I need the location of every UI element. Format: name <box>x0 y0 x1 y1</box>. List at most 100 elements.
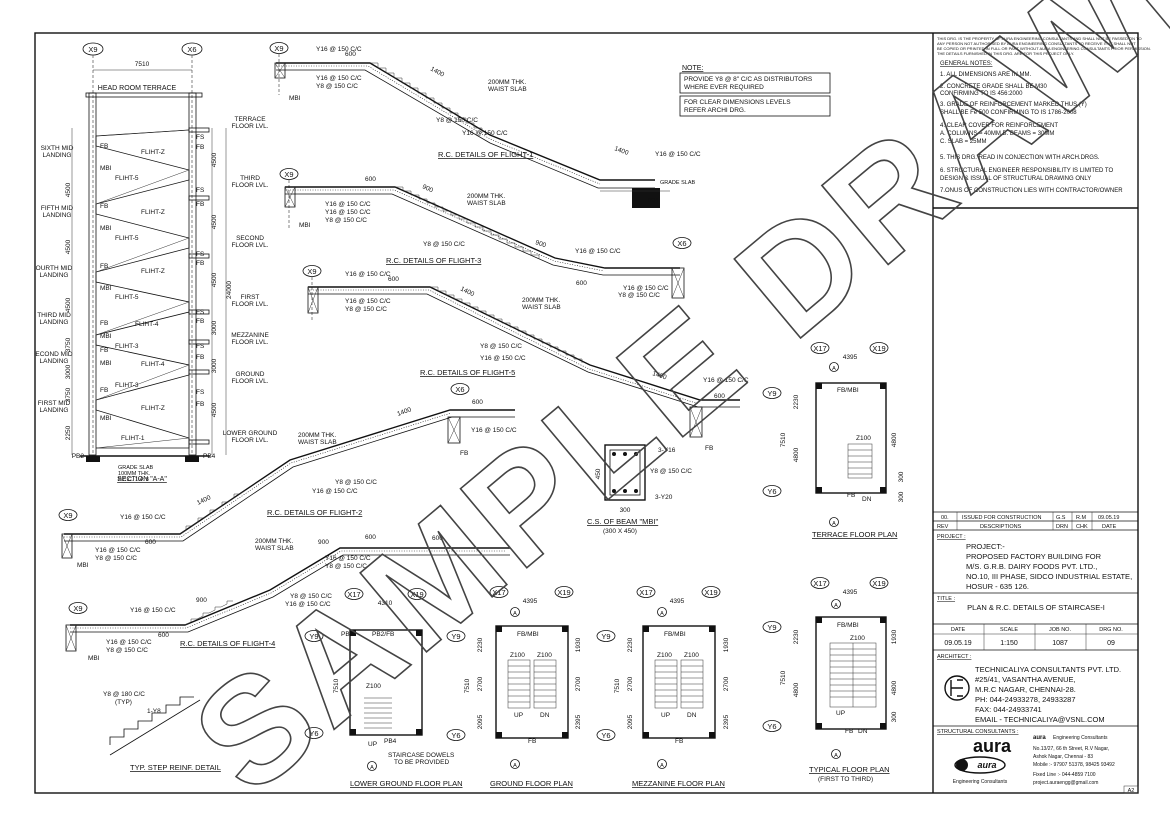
step-detail: Y8 @ 180 C/C (TYP) 1-Y8 TYP. STEP REINF.… <box>103 691 221 772</box>
svg-text:REFER ARCHI DRG.: REFER ARCHI DRG. <box>684 107 746 114</box>
svg-text:Z100: Z100 <box>510 652 525 659</box>
svg-text:Y16 @ 150 C/C: Y16 @ 150 C/C <box>345 271 391 278</box>
svg-text:Y8 @ 150 C/C: Y8 @ 150 C/C <box>335 479 377 486</box>
svg-text:DN: DN <box>858 728 868 735</box>
svg-text:X17: X17 <box>347 590 360 599</box>
svg-text:X9: X9 <box>73 604 82 613</box>
svg-text:600: 600 <box>432 535 443 542</box>
svg-text:600: 600 <box>365 534 376 541</box>
svg-text:Y9: Y9 <box>767 389 776 398</box>
svg-text:Z100: Z100 <box>366 683 381 690</box>
svg-text:Y16 @ 150 C/C: Y16 @ 150 C/C <box>480 355 526 362</box>
beam-title: C.S. OF BEAM "MBI" <box>587 517 659 526</box>
svg-text:Y16 @ 150 C/C: Y16 @ 150 C/C <box>325 555 371 562</box>
svg-text:Y8 @ 150 C/C: Y8 @ 150 C/C <box>650 468 692 475</box>
svg-text:Mobile :- 97907 51378, 98425 9: Mobile :- 97907 51378, 98425 93492 <box>1033 762 1115 768</box>
svg-text:PROPOSED FACTORY BUILDING FOR: PROPOSED FACTORY BUILDING FOR <box>966 552 1102 561</box>
svg-text:FB: FB <box>705 445 713 452</box>
svg-text:FOR CLEAR DIMENSIONS LEVELS: FOR CLEAR DIMENSIONS LEVELS <box>684 99 791 106</box>
svg-text:Y8 @ 150 C/C: Y8 @ 150 C/C <box>325 217 367 224</box>
svg-text:300: 300 <box>620 507 631 514</box>
svg-text:200MM THK.: 200MM THK. <box>255 538 293 545</box>
svg-text:FB: FB <box>675 738 683 745</box>
svg-text:MBI: MBI <box>100 333 112 340</box>
svg-text:4310: 4310 <box>378 600 393 607</box>
svg-text:100MM THK.: 100MM THK. <box>118 471 151 477</box>
svg-text:4395: 4395 <box>670 598 685 605</box>
svg-text:900: 900 <box>421 183 434 194</box>
flight-tag: FLIHT-5 <box>115 294 139 301</box>
svg-text:UP: UP <box>661 712 670 719</box>
svg-text:UP: UP <box>836 710 845 717</box>
note-box: NOTE: PROVIDE Y8 @ 8" C/C AS DISTRIBUTOR… <box>679 65 831 117</box>
svg-text:NO.10, III PHASE, SIDCO INDUST: NO.10, III PHASE, SIDCO INDUSTRIAL ESTAT… <box>966 572 1132 581</box>
left-dim: 4500 <box>65 239 72 254</box>
svg-text:FS: FS <box>196 343 205 350</box>
right-dim: 4500 <box>211 272 218 287</box>
svg-text:MBI: MBI <box>100 360 112 367</box>
svg-text:X9: X9 <box>307 267 316 276</box>
svg-text:PB2: PB2 <box>341 631 354 638</box>
svg-text:900: 900 <box>534 239 547 249</box>
svg-text:A: A <box>660 763 664 769</box>
svg-text:CONFIRMING TO IS 456:2000: CONFIRMING TO IS 456:2000 <box>940 91 1023 97</box>
svg-text:Y8 @ 150 C/C: Y8 @ 150 C/C <box>618 292 660 299</box>
grid-label-x9: X9 <box>88 45 97 54</box>
svg-text:X19: X19 <box>557 588 570 597</box>
svg-text:4800: 4800 <box>793 682 800 697</box>
svg-text:450: 450 <box>595 468 602 479</box>
svg-text:3-Y20: 3-Y20 <box>655 494 673 501</box>
svg-text:7510: 7510 <box>614 678 621 693</box>
svg-text:1400: 1400 <box>396 406 412 418</box>
svg-text:4395: 4395 <box>523 598 538 605</box>
svg-text:600: 600 <box>472 399 483 406</box>
svg-text:1400: 1400 <box>459 286 475 299</box>
svg-text:X9: X9 <box>63 511 72 520</box>
svg-text:A: A <box>370 765 374 771</box>
svg-text:2700: 2700 <box>723 676 730 691</box>
svg-text:NOTE:: NOTE: <box>682 65 703 72</box>
flight-tag: FLIHT-4 <box>141 361 165 368</box>
flight-tag: FLIHT-Z <box>141 149 165 156</box>
svg-text:SCALE: SCALE <box>1000 627 1018 633</box>
svg-text:X17: X17 <box>813 344 826 353</box>
svg-text:No.13/27, 66 th Street, R.V N: No.13/27, 66 th Street, R.V Nagar, <box>1033 746 1109 752</box>
svg-text:M/S. G.R.B. DAIRY FOODS PVT. L: M/S. G.R.B. DAIRY FOODS PVT. LTD., <box>966 562 1097 571</box>
svg-text:3-Y16: 3-Y16 <box>658 447 676 454</box>
svg-text:TO BE PROVIDED: TO BE PROVIDED <box>394 759 449 766</box>
svg-text:Y16 @ 150 C/C: Y16 @ 150 C/C <box>325 209 371 216</box>
svg-text:A2: A2 <box>1128 788 1135 794</box>
column-left <box>88 92 97 456</box>
svg-text:WHERE EVER REQUIRED: WHERE EVER REQUIRED <box>684 84 764 91</box>
svg-text:THIS DRG. IS THE PROPERTY OF A: THIS DRG. IS THE PROPERTY OF AURA ENGINE… <box>937 36 1142 41</box>
terrace-plan-title: TERRACE FLOOR PLAN <box>812 530 897 539</box>
svg-text:C. SLAB = 25MM: C. SLAB = 25MM <box>940 139 987 145</box>
flight-tag: FLIHT-Z <box>141 405 165 412</box>
left-dim: 4500 <box>65 182 72 197</box>
sheet-border <box>34 32 1139 794</box>
svg-text:Y16 @ 150 C/C: Y16 @ 150 C/C <box>703 377 749 384</box>
svg-text:FB: FB <box>196 260 204 267</box>
svg-text:Y6: Y6 <box>309 729 318 738</box>
svg-text:7510: 7510 <box>780 670 787 685</box>
svg-text:600: 600 <box>365 176 376 183</box>
svg-text:PH: 044-24933278, 24933287: PH: 044-24933278, 24933287 <box>975 695 1076 704</box>
svg-text:Engineering Consultants: Engineering Consultants <box>1053 735 1108 741</box>
svg-text:(300 X 450): (300 X 450) <box>603 528 637 535</box>
typical-plan-title: TYPICAL FLOOR PLAN <box>809 765 890 774</box>
flight-tag: FLIHT-5 <box>115 235 139 242</box>
svg-text:3. GRADE OF REINFORCEMENT MARK: 3. GRADE OF REINFORCEMENT MARKED THUS (Y… <box>940 102 1087 108</box>
svg-text:STAIRCASE DOWELS: STAIRCASE DOWELS <box>388 752 455 759</box>
svg-text:00.: 00. <box>941 515 949 521</box>
svg-text:Y16 @ 150 C/C: Y16 @ 150 C/C <box>120 514 166 521</box>
svg-text:A. COLUMNS = 40MM B. BEAMS: A. COLUMNS = 40MM B. BEAMS = 30MM <box>940 131 1054 137</box>
svg-text:FB: FB <box>196 401 204 408</box>
svg-text:6. STRUCTURAL ENGINEER RESPONS: 6. STRUCTURAL ENGINEER RESPONSIBILITY IS… <box>940 168 1113 174</box>
head-room-label: HEAD ROOM TERRACE <box>98 85 177 92</box>
svg-text:4800: 4800 <box>891 432 898 447</box>
svg-text:1400: 1400 <box>429 66 445 79</box>
